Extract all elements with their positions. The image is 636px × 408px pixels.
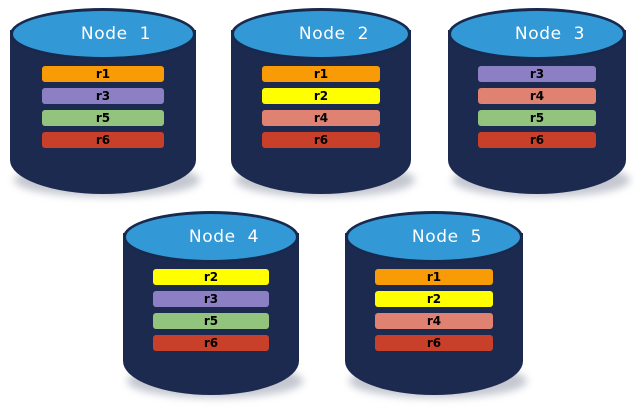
replica-bar[interactable]: r3 (478, 66, 596, 82)
replica-label: r6 (203, 336, 219, 350)
replica-bar[interactable]: r6 (375, 335, 493, 351)
node-label: Node 4 (188, 226, 260, 247)
replica-label: r6 (426, 336, 442, 350)
replica-bar[interactable]: r6 (261, 132, 381, 148)
cylinder-top: Node 5 (345, 211, 523, 263)
replica-label: r1 (426, 270, 442, 284)
node-label: Node 2 (298, 23, 370, 44)
node-label: Node 5 (411, 226, 483, 247)
replica-bar[interactable]: r1 (261, 66, 381, 82)
replica-bar[interactable]: r5 (41, 110, 165, 126)
replica-bar[interactable]: r6 (152, 335, 270, 351)
replica-label: r1 (313, 67, 329, 81)
node-3[interactable]: Node 3 r3 r4 r5 r6 (448, 8, 630, 197)
replica-label: r3 (203, 292, 219, 306)
replica-label: r2 (203, 270, 219, 284)
replica-bar[interactable]: r6 (41, 132, 165, 148)
replica-bar[interactable]: r4 (478, 88, 596, 104)
replica-label: r1 (95, 67, 111, 81)
node-5[interactable]: Node 5 r1 r2 r4 r6 (345, 211, 527, 398)
replica-bar[interactable]: r2 (375, 291, 493, 307)
replica-label: r5 (529, 111, 545, 125)
replica-list: r1 r3 r5 r6 (10, 66, 196, 148)
replica-bar[interactable]: r3 (152, 291, 270, 307)
replica-label: r2 (313, 89, 329, 103)
replica-bar[interactable]: r5 (478, 110, 596, 126)
replica-bar[interactable]: r5 (152, 313, 270, 329)
node-4[interactable]: Node 4 r2 r3 r5 r6 (123, 211, 303, 398)
cylinder-top: Node 4 (123, 211, 299, 263)
replica-bar[interactable]: r3 (41, 88, 165, 104)
cylinder-top: Node 3 (448, 8, 626, 60)
replica-bar[interactable]: r1 (375, 269, 493, 285)
replica-list: r2 r3 r5 r6 (123, 269, 299, 351)
cylinder-top: Node 2 (231, 8, 411, 60)
node-label: Node 1 (80, 23, 152, 44)
node-1[interactable]: Node 1 r1 r3 r5 r6 (10, 8, 200, 197)
replica-label: r6 (313, 133, 329, 147)
cylinder-top: Node 1 (10, 8, 196, 60)
replica-label: r3 (529, 67, 545, 81)
replica-bar[interactable]: r2 (152, 269, 270, 285)
replica-label: r4 (426, 314, 442, 328)
replica-label: r4 (313, 111, 329, 125)
node-label: Node 3 (514, 23, 586, 44)
replica-list: r3 r4 r5 r6 (448, 66, 626, 148)
replica-label: r5 (203, 314, 219, 328)
replica-label: r5 (95, 111, 111, 125)
replica-list: r1 r2 r4 r6 (231, 66, 411, 148)
replica-bar[interactable]: r6 (478, 132, 596, 148)
replica-bar[interactable]: r4 (375, 313, 493, 329)
replica-bar[interactable]: r2 (261, 88, 381, 104)
replica-label: r3 (95, 89, 111, 103)
replica-bar[interactable]: r1 (41, 66, 165, 82)
replica-label: r4 (529, 89, 545, 103)
replica-label: r6 (95, 133, 111, 147)
replica-label: r2 (426, 292, 442, 306)
node-2[interactable]: Node 2 r1 r2 r4 r6 (231, 8, 415, 197)
replica-bar[interactable]: r4 (261, 110, 381, 126)
replica-label: r6 (529, 133, 545, 147)
replica-list: r1 r2 r4 r6 (345, 269, 523, 351)
